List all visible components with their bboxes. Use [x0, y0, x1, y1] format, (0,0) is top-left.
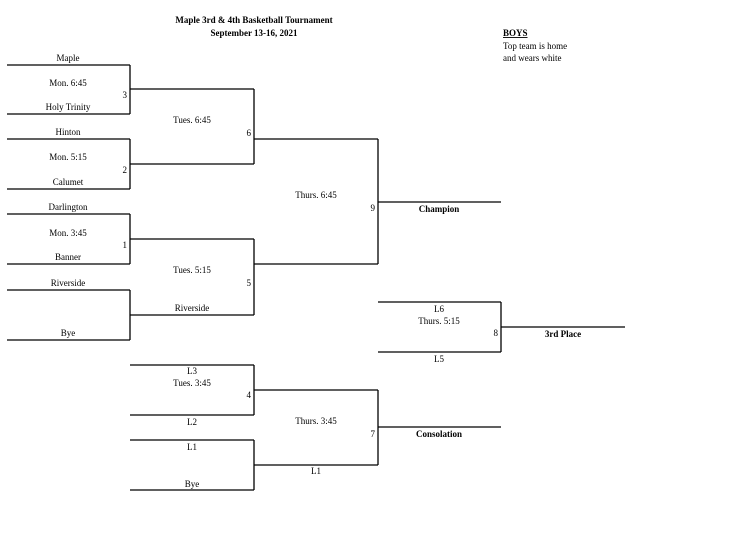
slot-l1-top: L1 — [187, 442, 197, 452]
slot-l6: L6 — [434, 304, 444, 314]
slot-l1-consolation: L1 — [311, 466, 321, 476]
slot-l2: L2 — [187, 417, 197, 427]
game-6-number: 6 — [247, 128, 252, 138]
slot-l3: L3 — [187, 366, 197, 376]
team-hinton: Hinton — [55, 127, 81, 137]
game-2-number: 2 — [123, 165, 128, 175]
game-6-time: Tues. 6:45 — [173, 115, 211, 125]
champion-label: Champion — [419, 204, 460, 214]
team-darlington: Darlington — [49, 202, 88, 212]
game-5-number: 5 — [247, 278, 252, 288]
consolation-label: Consolation — [416, 429, 462, 439]
game-2-time: Mon. 5:15 — [49, 152, 87, 162]
team-holy-trinity: Holy Trinity — [46, 102, 91, 112]
slot-l5: L5 — [434, 354, 444, 364]
game-3-time: Mon. 6:45 — [49, 78, 87, 88]
game-3-number: 3 — [123, 90, 128, 100]
team-maple: Maple — [57, 53, 80, 63]
game-4-time: Tues. 3:45 — [173, 378, 211, 388]
game-9-number: 9 — [371, 203, 376, 213]
division-note-line1: Top team is home — [503, 41, 567, 51]
team-bye: Bye — [61, 328, 76, 338]
game-1-time: Mon. 3:45 — [49, 228, 87, 238]
slot-bye-consolation: Bye — [185, 479, 200, 489]
tournament-dates: September 13-16, 2021 — [210, 28, 298, 38]
division-note-line2: and wears white — [503, 53, 561, 63]
game-8-time: Thurs. 5:15 — [418, 316, 460, 326]
game-1-number: 1 — [123, 240, 128, 250]
team-riverside: Riverside — [51, 278, 86, 288]
tournament-title: Maple 3rd & 4th Basketball Tournament — [175, 15, 332, 25]
team-calumet: Calumet — [53, 177, 84, 187]
game-7-time: Thurs. 3:45 — [295, 416, 337, 426]
team-banner: Banner — [55, 252, 81, 262]
division-label: BOYS — [503, 28, 528, 38]
game-9-time: Thurs. 6:45 — [295, 190, 337, 200]
game-7-number: 7 — [371, 429, 376, 439]
team-riverside-advanced: Riverside — [175, 303, 210, 313]
game-5-time: Tues. 5:15 — [173, 265, 211, 275]
game-8-number: 8 — [494, 328, 499, 338]
third-place-label: 3rd Place — [545, 329, 581, 339]
game-4-number: 4 — [247, 390, 252, 400]
